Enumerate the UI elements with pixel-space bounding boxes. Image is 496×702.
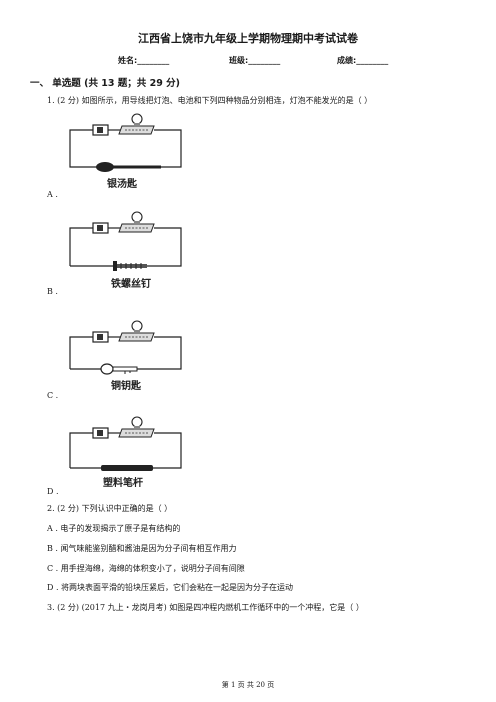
document-title: 江西省上饶市九年级上学期物理期中考试试卷 [138,32,358,45]
question-2-option-b[interactable]: B . 闻气味能鉴别醋和酱油是因为分子间有相互作用力 [47,544,237,553]
question-3-text: 3. (2 分) (2017 九上・龙岗月考) 如图是四冲程内燃机工作循环中的一… [47,603,364,612]
bulb-icon [131,320,143,332]
section-heading-single-choice: 一、 单选题 (共 13 题；共 29 分) [30,78,180,89]
lamp-holder-icon [118,113,155,135]
question-1-option-d[interactable]: D . [47,487,59,496]
lamp-holder-icon [118,320,155,342]
silver-spoon-icon [96,162,161,172]
lamp-holder-icon [118,416,155,438]
bulb-icon [131,416,143,428]
circuit-diagram-d: 塑料笔杆 [69,416,182,489]
score-field: 成绩:________ [337,56,389,65]
bulb-icon [131,113,143,125]
lamp-holder-icon [118,211,155,233]
caption-copper-key: 铜钥匙 [111,379,142,392]
question-2-option-c[interactable]: C . 用手捏海绵，海绵的体积变小了，说明分子间有间隙 [47,564,245,573]
page-footer: 第 1 页 共 20 页 [221,681,275,689]
question-2-text: 2. (2 分) 下列认识中正确的是（ ） [47,504,173,513]
class-field: 班级:________ [229,56,281,65]
caption-silver-spoon: 银汤匙 [107,177,138,190]
question-1-option-a[interactable]: A . [47,190,58,199]
circuit-diagram-a: 银汤匙 [69,113,182,190]
iron-screw-icon [113,261,147,271]
caption-iron-screw: 铁螺丝钉 [111,277,151,290]
bulb-icon [131,211,143,223]
question-2-option-a[interactable]: A . 电子的发现揭示了原子是有结构的 [47,524,181,533]
question-1-option-b[interactable]: B . [47,287,58,296]
caption-plastic-pen: 塑料笔杆 [103,476,143,489]
plastic-pen-icon [101,465,153,471]
copper-key-icon [100,363,138,375]
question-1-text: 1. (2 分) 如图所示，用导线把灯泡、电池和下列四种物品分别相连，灯泡不能发… [47,96,373,105]
question-2-option-d[interactable]: D . 将两块表面平滑的铅块压紧后，它们会粘在一起是因为分子在运动 [47,583,294,592]
circuit-diagram-c: 铜钥匙 [69,320,182,392]
question-1-option-c[interactable]: C . [47,391,59,400]
name-field: 姓名:________ [118,56,170,65]
circuit-diagram-b: 铁螺丝钉 [69,211,182,290]
